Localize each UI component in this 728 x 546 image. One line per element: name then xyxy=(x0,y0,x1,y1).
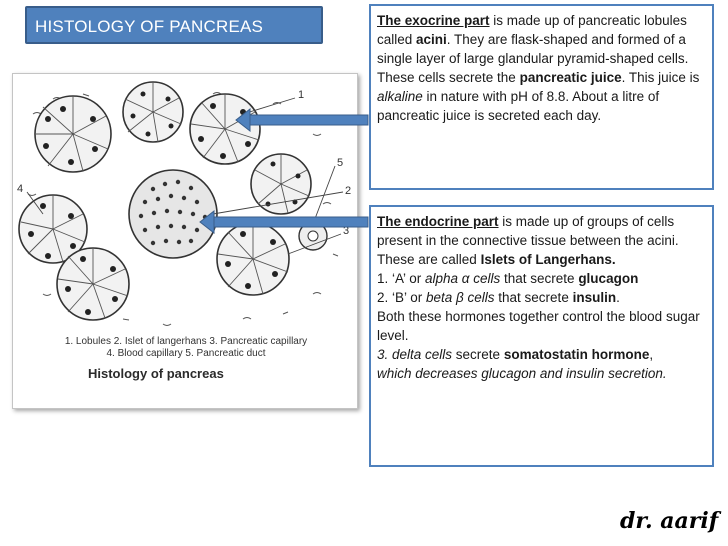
exocrine-alkaline: alkaline xyxy=(377,89,423,104)
figure-legend: 1. Lobules 2. Islet of langerhans 3. Pan… xyxy=(21,336,351,360)
endocrine-text: is made up of groups of cells present in… xyxy=(377,214,679,267)
figure-label: 3 xyxy=(343,225,349,237)
endocrine-text: which decreases glucagon and insulin sec… xyxy=(377,366,667,381)
slide-title: HISTOLOGY OF PANCREAS xyxy=(25,6,323,44)
alpha-cells: alpha α cells xyxy=(425,271,501,286)
endocrine-list-number: 2. ‘B’ or xyxy=(377,290,427,305)
exocrine-text: . They are flask-shaped and formed of a … xyxy=(377,32,689,85)
cell-walls xyxy=(20,82,310,319)
exocrine-text: in nature with pH of 8.8. About a litre … xyxy=(377,89,660,123)
figure-legend-line: 4. Blood capillary 5. Pancreatic duct xyxy=(106,348,266,359)
author-signature: dr. aarif xyxy=(620,508,719,534)
exocrine-heading: The exocrine part xyxy=(377,13,490,28)
endocrine-heading: The endocrine part xyxy=(377,214,499,229)
endocrine-text: , xyxy=(649,347,654,362)
leader-lines xyxy=(26,97,344,255)
figure-label: 2 xyxy=(345,185,351,197)
delta-cells: 3. delta cells xyxy=(377,347,453,362)
figure-label: 5 xyxy=(337,157,343,169)
figure-caption: Histology of pancreas xyxy=(88,366,224,381)
pancreatic-duct xyxy=(298,221,328,251)
exocrine-text-box: The exocrine part is made up of pancreat… xyxy=(369,4,714,190)
figure-legend-line: 1. Lobules 2. Islet of langerhans 3. Pan… xyxy=(64,336,308,347)
islet-of-langerhans xyxy=(128,169,218,259)
endocrine-text: secrete xyxy=(452,347,504,362)
exocrine-pancreatic-juice: pancreatic juice xyxy=(519,70,622,85)
exocrine-acini: acini xyxy=(416,32,447,47)
endocrine-text: that secrete xyxy=(494,290,573,305)
cell-nuclei xyxy=(28,91,301,315)
histology-figure: 1 5 2 3 4 1. Lobules 2. Islet of langerh… xyxy=(12,73,358,409)
glucagon: glucagon xyxy=(578,271,639,286)
figure-labels: 1 5 2 3 4 xyxy=(17,89,351,237)
figure-label: 4 xyxy=(17,183,23,195)
insulin: insulin xyxy=(572,290,617,305)
endocrine-list-number: 1. ‘A’ or xyxy=(377,271,426,286)
exocrine-text: . This juice is xyxy=(621,70,700,85)
somatostatin: somatostatin hormone xyxy=(503,347,650,362)
endocrine-text: . xyxy=(616,290,620,305)
endocrine-text-box: The endocrine part is made up of groups … xyxy=(369,205,714,467)
endocrine-islets: Islets of Langerhans. xyxy=(480,252,616,267)
figure-label: 1 xyxy=(298,89,304,101)
histology-diagram: 1 5 2 3 4 xyxy=(17,81,351,326)
endocrine-text: Both these hormones together control the… xyxy=(377,309,700,343)
islet-cells xyxy=(138,179,208,246)
exocrine-text: is made up of pancreatic lobules called xyxy=(377,13,687,47)
endocrine-text: that secrete xyxy=(500,271,579,286)
beta-cells: beta β cells xyxy=(426,290,495,305)
